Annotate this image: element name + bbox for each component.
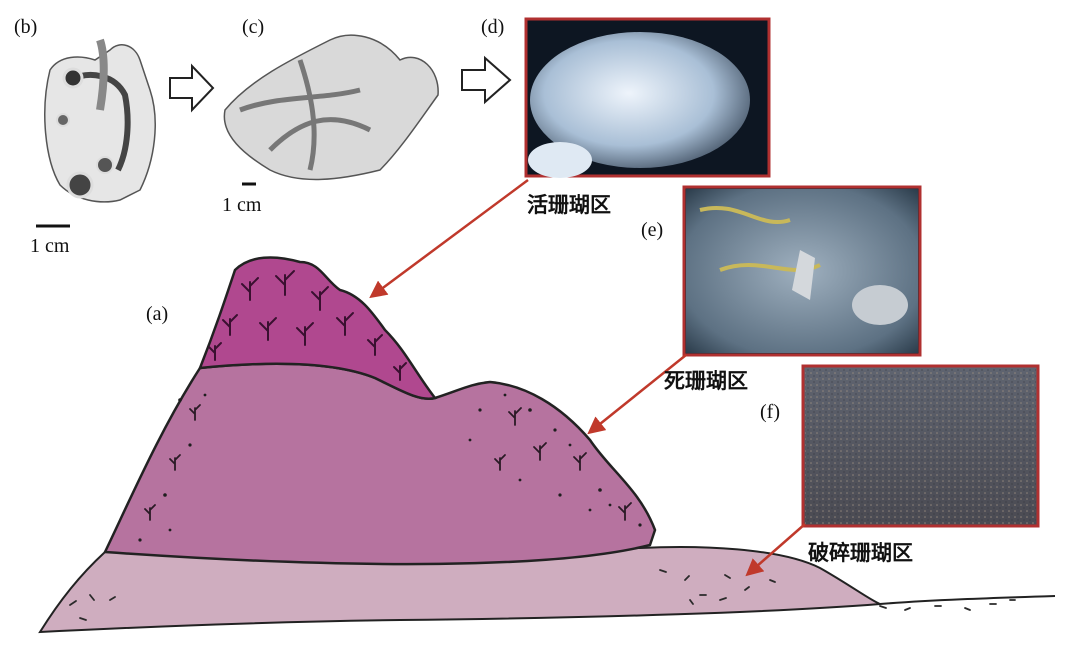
- label-b: (b): [14, 16, 37, 38]
- zone-label-dead: 死珊瑚区: [664, 369, 748, 393]
- scale-label-b: 1 cm: [30, 235, 70, 257]
- zone-label-rubble: 破碎珊瑚区: [808, 541, 913, 565]
- arrow-dead-zone: [587, 354, 687, 435]
- label-a: (a): [146, 303, 168, 325]
- dead-coral-zone: [103, 362, 657, 566]
- photo-f-rubble: [801, 364, 1040, 528]
- mound-cross-section: [38, 256, 1056, 634]
- specimen-b-sketch: [44, 38, 156, 203]
- arrow-live-zone: [369, 178, 529, 299]
- rubble-fragments: [69, 569, 1016, 621]
- specimen-c-sketch: [223, 34, 439, 181]
- zone-label-live: 活珊瑚区: [527, 193, 611, 217]
- arrow-c-to-d-icon: [461, 55, 512, 105]
- photo-d-live-coral: [524, 17, 771, 178]
- live-coral-branches: [208, 270, 407, 381]
- scale-label-c: 1 cm: [222, 194, 262, 216]
- label-c: (c): [242, 16, 264, 38]
- arrow-rubble-zone: [745, 523, 806, 577]
- photo-e-dead-coral: [682, 185, 922, 357]
- label-e: (e): [641, 219, 663, 241]
- sea-floor-line: [879, 595, 1056, 605]
- dead-zone-speckles: [138, 393, 642, 542]
- live-coral-zone: [198, 256, 438, 401]
- label-d: (d): [481, 16, 504, 38]
- label-f: (f): [760, 401, 780, 423]
- arrow-b-to-c-icon: [169, 63, 215, 113]
- dead-coral-branches: [144, 404, 632, 521]
